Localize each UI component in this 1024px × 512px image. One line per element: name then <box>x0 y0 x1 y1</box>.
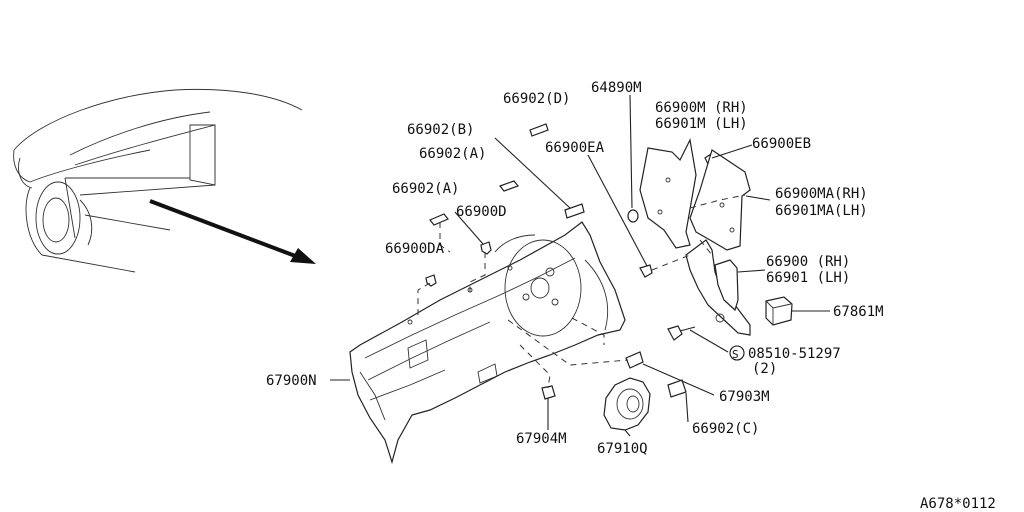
label-67903M: 67903M <box>719 389 770 405</box>
label-66902A-upper: 66902(A) <box>419 146 486 162</box>
grommet-64890M <box>627 209 639 223</box>
vehicle-sketch <box>13 88 303 273</box>
label-66902C: 66902(C) <box>692 421 759 437</box>
side-panel-66900MA <box>689 149 751 251</box>
label-08510-qty: (2) <box>752 361 777 377</box>
label-66902D: 66902(D) <box>503 91 570 107</box>
direction-arrow <box>149 199 316 264</box>
label-66902A-lower: 66902(A) <box>392 181 459 197</box>
pad-66902B <box>564 203 585 219</box>
label-67861M: 67861M <box>833 304 884 320</box>
label-66901MA: 66901MA(LH) <box>775 203 868 219</box>
figure-code: A678*0112 <box>920 496 996 512</box>
clip-66900EA <box>639 264 653 278</box>
label-67910Q: 67910Q <box>597 441 648 457</box>
label-66900M: 66900M (RH) <box>655 100 748 116</box>
pad-66902A-lower <box>429 213 449 226</box>
bracket-67903M <box>625 351 644 369</box>
housing-67910Q <box>603 377 651 431</box>
label-66900: 66900 (RH) <box>766 254 850 270</box>
side-panel-66900M <box>639 138 697 249</box>
label-67904M: 67904M <box>516 431 567 447</box>
clip-66900D <box>480 241 492 255</box>
screw-symbol-s: S <box>729 345 745 361</box>
label-66900D: 66900D <box>456 204 507 220</box>
label-66900EA: 66900EA <box>545 140 605 156</box>
pad-66902D <box>529 123 549 137</box>
pad-66902A-upper <box>499 180 519 192</box>
svg-text:S: S <box>732 348 739 361</box>
trim-66900 <box>685 239 751 336</box>
clip-66900DA <box>425 274 437 287</box>
label-66901: 66901 (LH) <box>766 270 850 286</box>
label-64890M: 64890M <box>591 80 642 96</box>
label-66900MA: 66900MA(RH) <box>775 186 868 202</box>
screw-08510 <box>667 325 696 341</box>
label-67900N: 67900N <box>266 373 317 389</box>
label-08510-51297: 08510-51297 <box>748 346 841 362</box>
label-66901M: 66901M (LH) <box>655 116 748 132</box>
label-66900EB: 66900EB <box>752 136 811 152</box>
pad-67904M <box>541 385 556 400</box>
leader-lines <box>330 94 830 437</box>
assembly-lines <box>417 194 746 389</box>
pad-66902C <box>667 379 687 398</box>
rear-panel-insulator <box>349 221 626 465</box>
block-67861M <box>765 296 793 326</box>
label-66900DA: 66900DA <box>385 241 445 257</box>
label-66902B: 66902(B) <box>407 122 474 138</box>
